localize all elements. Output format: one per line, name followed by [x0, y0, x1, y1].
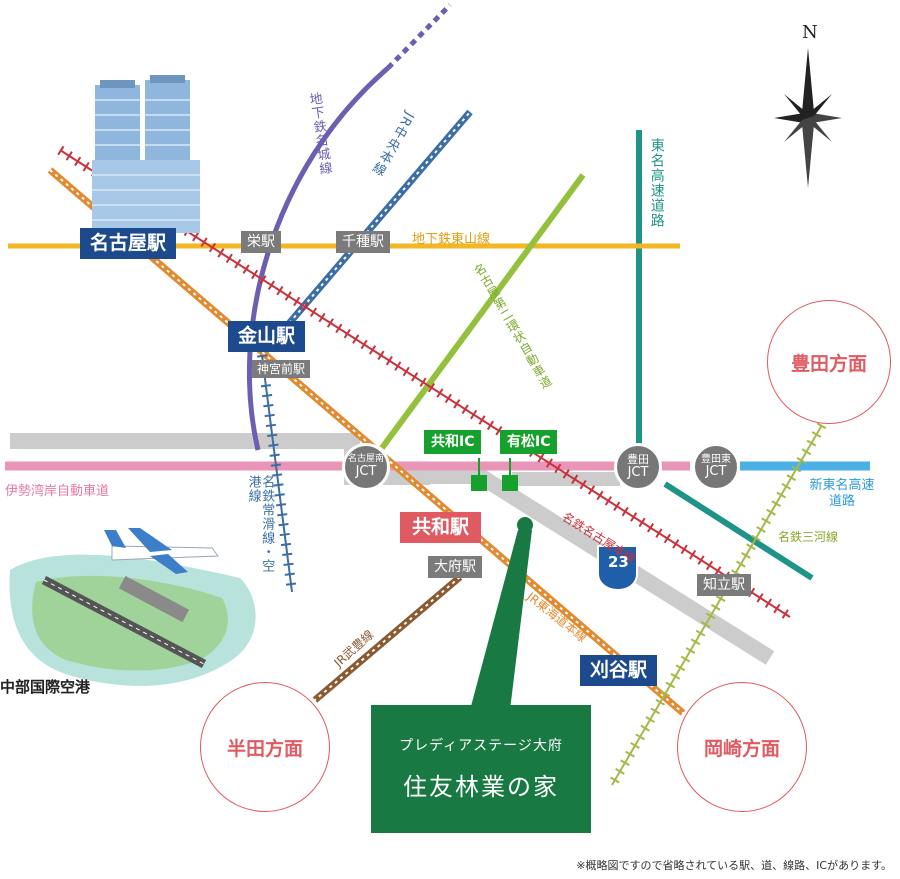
- handa-direction: 半田方面: [200, 682, 330, 812]
- nagoya-station: 名古屋駅: [80, 228, 177, 259]
- arimatsu-ic-label: 有松IC: [500, 430, 558, 454]
- jingumae-station: 神宮前駅: [252, 360, 311, 378]
- compass-icon: [774, 48, 842, 188]
- chikusa-station: 千種駅: [336, 231, 390, 253]
- kariya-station: 刈谷駅: [580, 655, 658, 686]
- toyota-direction: 豊田方面: [767, 300, 891, 424]
- shin-tomei-expressway-label: 新東名高速道路: [809, 478, 875, 510]
- higashiyama-line-label: 地下鉄東山線: [412, 232, 491, 247]
- toyota-jct: 豊田 JCT: [614, 443, 662, 491]
- route-23-number: 23: [608, 553, 629, 571]
- meitetsu-tokoname-line-label: 名鉄常滑線・空港線: [245, 475, 275, 573]
- meijo-line-dotted: [386, 3, 452, 70]
- okazaki-direction: 岡崎方面: [677, 682, 807, 812]
- kyowa-ic-label: 共和IC: [424, 430, 482, 454]
- kanayama-station: 金山駅: [228, 321, 306, 352]
- property-subtitle: プレディアステージ大府: [399, 738, 563, 754]
- footnote: ※概略図ですので省略されている駅、道、線路、ICがあります。: [576, 859, 892, 872]
- property-location-dot: [517, 517, 533, 533]
- property-callout: プレディアステージ大府 住友林業の家: [371, 705, 591, 833]
- meitetsu-mikawa-line-label: 名鉄三河線: [778, 530, 839, 544]
- toyota-higashi-jct: 豊田東 JCT: [692, 443, 740, 491]
- chiryu-station: 知立駅: [697, 574, 751, 596]
- nagoya-minami-jct: 名古屋南 JCT: [342, 443, 390, 491]
- tomei-branch: [663, 481, 814, 581]
- compass-north-label: N: [802, 22, 818, 43]
- kyowa-station: 共和駅: [400, 512, 482, 543]
- skyscraper-icon: [92, 75, 200, 233]
- property-title: 住友林業の家: [403, 773, 559, 801]
- sakae-station: 栄駅: [241, 231, 281, 253]
- obu-station: 大府駅: [428, 556, 482, 578]
- kyowa-ic-mark: [471, 475, 487, 491]
- isewan-expressway-label: 伊勢湾岸自動車道: [5, 484, 110, 499]
- jr-taketoyo-line: [312, 574, 463, 703]
- tomei-expressway-label: 東名高速道路: [648, 138, 665, 228]
- ring-expressway: [379, 173, 586, 450]
- meitetsu-tokoname-line: [261, 354, 293, 593]
- airport-label: 中部国際空港: [0, 678, 91, 696]
- airplane-icon: [104, 528, 219, 574]
- route-23-shield: [597, 545, 638, 592]
- property-pointer: [470, 530, 532, 710]
- arimatsu-ic-mark: [502, 475, 518, 491]
- meitetsu-mikawa-line: [611, 424, 823, 786]
